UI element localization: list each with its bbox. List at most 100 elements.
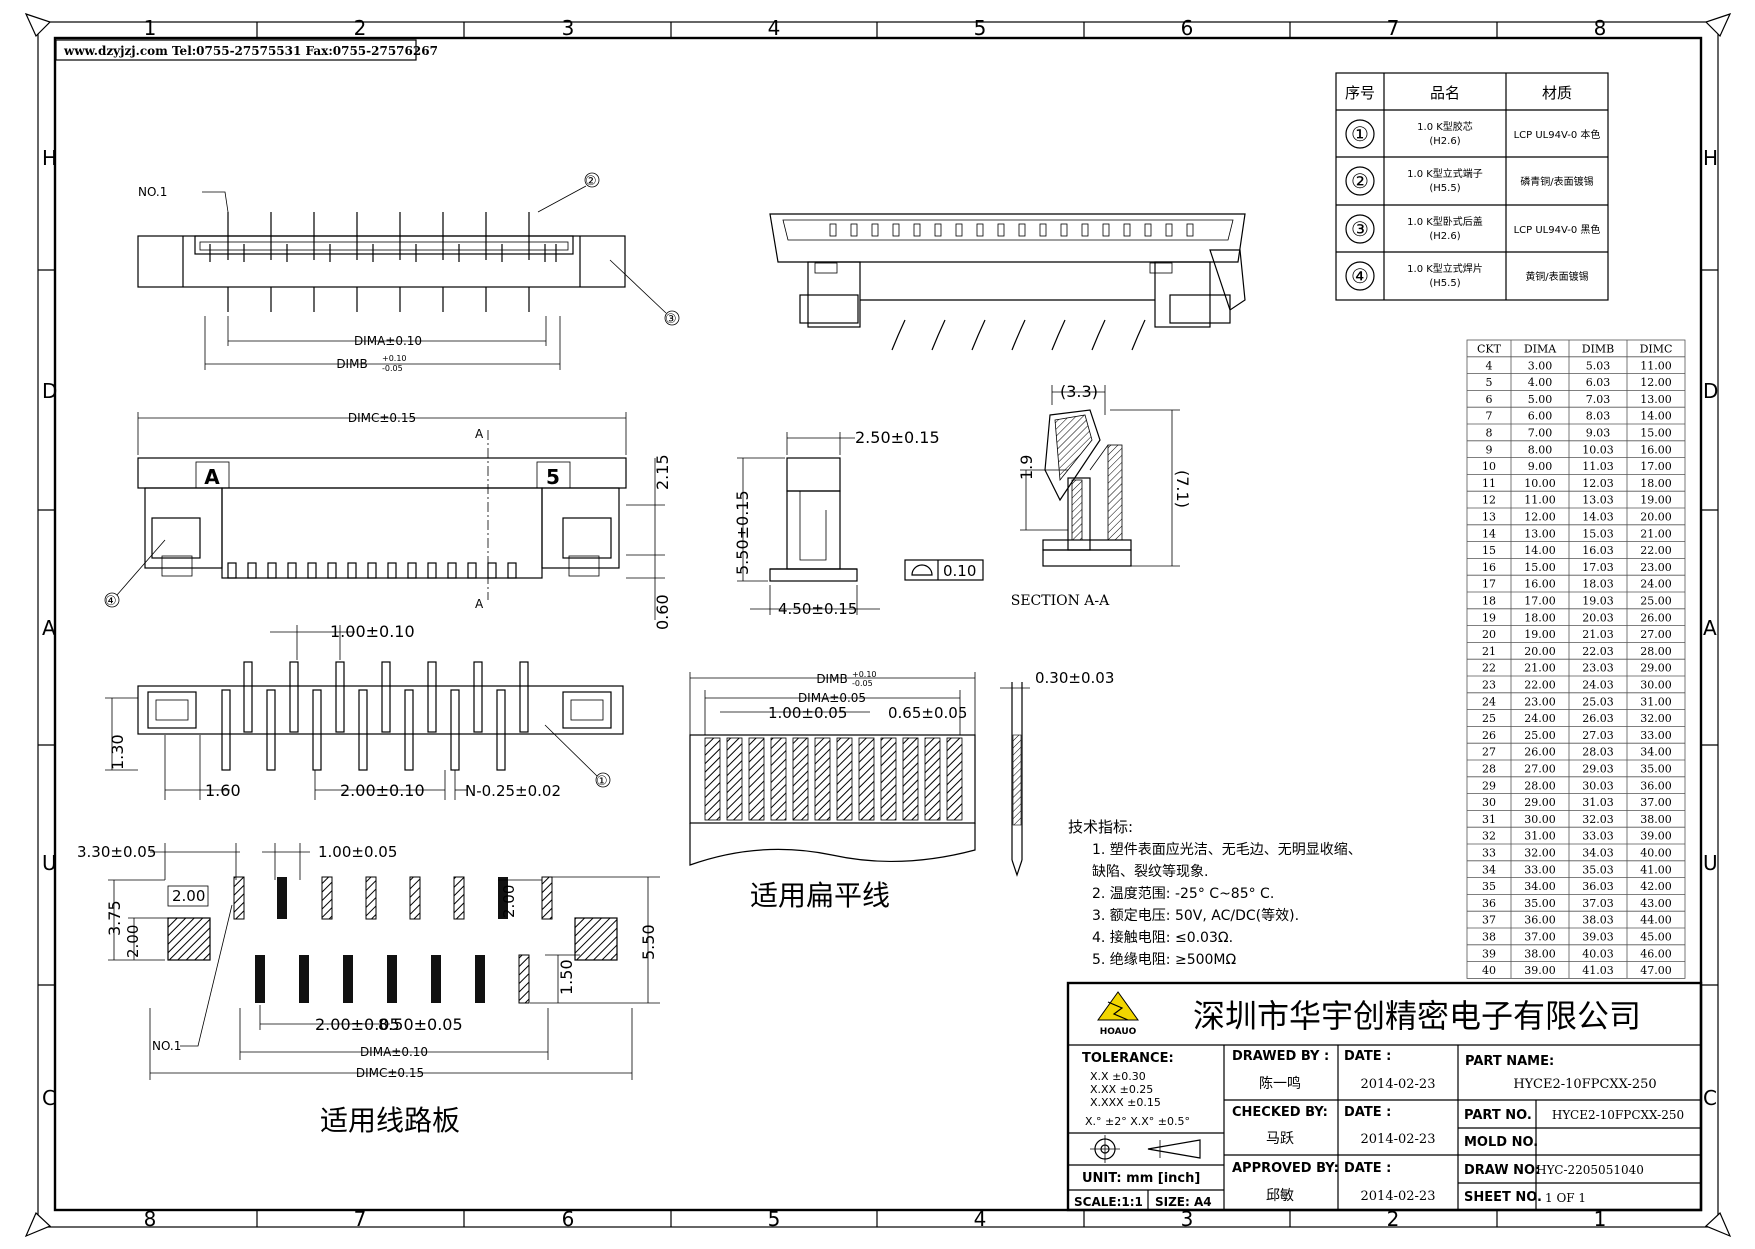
dim-table-cell: 22.00 bbox=[1524, 679, 1556, 692]
dim-table-cell: 15.00 bbox=[1524, 561, 1556, 574]
dim-table-cell: 23 bbox=[1482, 679, 1496, 692]
draw-no-label: DRAW NO: bbox=[1464, 1163, 1540, 1178]
bom-part-name: 1.0 K型卧式后盖 bbox=[1407, 215, 1483, 228]
dim-table-cell: 45.00 bbox=[1640, 931, 1672, 944]
dim-table-cell: 24.00 bbox=[1524, 712, 1556, 725]
dim-table-cell: 17.00 bbox=[1640, 460, 1672, 473]
date-1: 2014-02-23 bbox=[1361, 1077, 1436, 1092]
fpc-traces bbox=[704, 737, 963, 821]
dim-table-cell: 46.00 bbox=[1640, 947, 1672, 960]
dim-table-cell: 39.00 bbox=[1524, 964, 1556, 977]
frame-zone-ticks bbox=[38, 22, 1718, 1227]
dim-table-cell: 29 bbox=[1482, 779, 1496, 792]
spec-item: 缺陷、裂纹等现象. bbox=[1092, 863, 1208, 880]
dim-table-cell: 28.00 bbox=[1640, 645, 1672, 658]
row-label: A bbox=[42, 616, 56, 640]
col-label: 3 bbox=[562, 16, 575, 40]
dim-table-cell: 24.00 bbox=[1640, 578, 1672, 591]
dim-table-cell: 38 bbox=[1482, 931, 1496, 944]
row-label: C bbox=[42, 1086, 56, 1110]
dim-table-cell: 31.00 bbox=[1524, 830, 1556, 843]
dim-table-cell: 37 bbox=[1482, 914, 1496, 927]
mark-a: A bbox=[204, 465, 220, 489]
dim-table-cell: 32 bbox=[1482, 830, 1496, 843]
dim-table-cell: 16.00 bbox=[1524, 578, 1556, 591]
dim-table-cell: 10 bbox=[1482, 460, 1496, 473]
dim-dimb-front: DIMB bbox=[336, 357, 367, 371]
tol-line: X.X ±0.30 bbox=[1090, 1070, 1146, 1083]
dim-table-cell: 18.00 bbox=[1640, 477, 1672, 490]
section-mark-bot: A bbox=[475, 597, 484, 611]
dim-table-cell: 36.03 bbox=[1582, 880, 1614, 893]
pcb-200c: 2.00 bbox=[500, 885, 518, 918]
bom-number: ① bbox=[1351, 122, 1369, 146]
callout-3: ③ bbox=[665, 312, 677, 327]
row-label: C bbox=[1703, 1086, 1717, 1110]
callout-4: ④ bbox=[105, 594, 117, 609]
dim-table-cell: 23.00 bbox=[1524, 695, 1556, 708]
unit-label: UNIT: mm [inch] bbox=[1082, 1171, 1200, 1186]
dim-table-cell: 20.03 bbox=[1582, 611, 1614, 624]
dim-250: 2.50±0.15 bbox=[855, 428, 940, 447]
frame-zone-labels: 1 2 3 4 5 6 7 8 8 7 6 5 4 3 2 1 H D A U … bbox=[42, 16, 1718, 1231]
dim-130: 1.30 bbox=[108, 734, 127, 770]
dim-table-cell: 31.03 bbox=[1582, 796, 1614, 809]
fpc-dimb-tol-up: +0.10 bbox=[852, 670, 877, 679]
dim-table-cell: 27.03 bbox=[1582, 729, 1614, 742]
dim-table-cell: 22.03 bbox=[1582, 645, 1614, 658]
part-name: HYCE2-10FPCXX-250 bbox=[1513, 1077, 1656, 1092]
part-no: HYCE2-10FPCXX-250 bbox=[1552, 1108, 1684, 1122]
callout-2: ② bbox=[585, 174, 597, 189]
dim-table-cell: 30.03 bbox=[1582, 779, 1614, 792]
dim-table-cell: 44.00 bbox=[1640, 914, 1672, 927]
row-label: H bbox=[1703, 146, 1718, 170]
pcb-dimc: DIMC±0.15 bbox=[356, 1066, 424, 1080]
dim-table-cell: 30.00 bbox=[1524, 813, 1556, 826]
dim-table-cell: 8 bbox=[1486, 427, 1493, 440]
bom-material: 黄铜/表面镀锡 bbox=[1525, 270, 1588, 283]
dim-table-cell: 39 bbox=[1482, 947, 1496, 960]
date-label: DATE : bbox=[1344, 1105, 1391, 1120]
col-label: 4 bbox=[974, 1207, 987, 1231]
dim-table-header: DIMA bbox=[1524, 343, 1557, 356]
bottom-pins-bot bbox=[221, 689, 506, 771]
bom-number-circle bbox=[1345, 214, 1375, 244]
dim-table-cell: 14 bbox=[1482, 527, 1496, 540]
dim-table-cell: 16.00 bbox=[1640, 443, 1672, 456]
sheet-no-label: SHEET NO. bbox=[1464, 1190, 1542, 1205]
dim-table-cell: 11.03 bbox=[1582, 460, 1614, 473]
dim-table-cell: 16.03 bbox=[1582, 544, 1614, 557]
dim-table-cell: 32.00 bbox=[1640, 712, 1672, 725]
dim-table-cell: 11.00 bbox=[1524, 494, 1556, 507]
tol-line: X.XX ±0.25 bbox=[1090, 1083, 1153, 1096]
col-label: 5 bbox=[974, 16, 987, 40]
dim-table-cell: 23.00 bbox=[1640, 561, 1672, 574]
flatness-value: 0.10 bbox=[943, 562, 976, 580]
col-label: 2 bbox=[354, 16, 367, 40]
dim-table-cell: 30.00 bbox=[1640, 679, 1672, 692]
dim-table-cell: 25.00 bbox=[1524, 729, 1556, 742]
dim-table-cell: 41.03 bbox=[1582, 964, 1614, 977]
col-label: 1 bbox=[144, 16, 157, 40]
front-view: DIMA±0.10 DIMB +0.10 -0.05 NO.1 ② ③ bbox=[137, 172, 680, 373]
bom-part-name: 1.0 K型立式焊片 bbox=[1407, 262, 1483, 275]
dim-table-cell: 47.00 bbox=[1640, 964, 1672, 977]
dim-table-cell: 18 bbox=[1482, 595, 1496, 608]
dim-table-cell: 25.03 bbox=[1582, 695, 1614, 708]
pcb-330: 3.30±0.05 bbox=[77, 843, 156, 861]
dim-table-cell: 12.00 bbox=[1640, 376, 1672, 389]
dim-table-cell: 23.03 bbox=[1582, 662, 1614, 675]
fpc-030: 0.30±0.03 bbox=[1035, 669, 1114, 687]
dim-table-cell: 21 bbox=[1482, 645, 1496, 658]
dim-215: 2.15 bbox=[653, 454, 672, 490]
dim-dimb-tol-up: +0.10 bbox=[382, 354, 407, 363]
dim-table-cell: 12.03 bbox=[1582, 477, 1614, 490]
fpc-dima: DIMA±0.05 bbox=[798, 691, 866, 705]
dim-table-cell: 33 bbox=[1482, 847, 1496, 860]
pcb-150: 1.50 bbox=[557, 959, 576, 995]
company-name: 深圳市华宇创精密电子有限公司 bbox=[1193, 997, 1641, 1035]
row-label: H bbox=[42, 146, 57, 170]
spec-item: 1. 塑件表面应光洁、无毛边、无明显收缩、 bbox=[1092, 841, 1362, 858]
bom-material: LCP UL94V-0 黑色 bbox=[1514, 223, 1601, 236]
